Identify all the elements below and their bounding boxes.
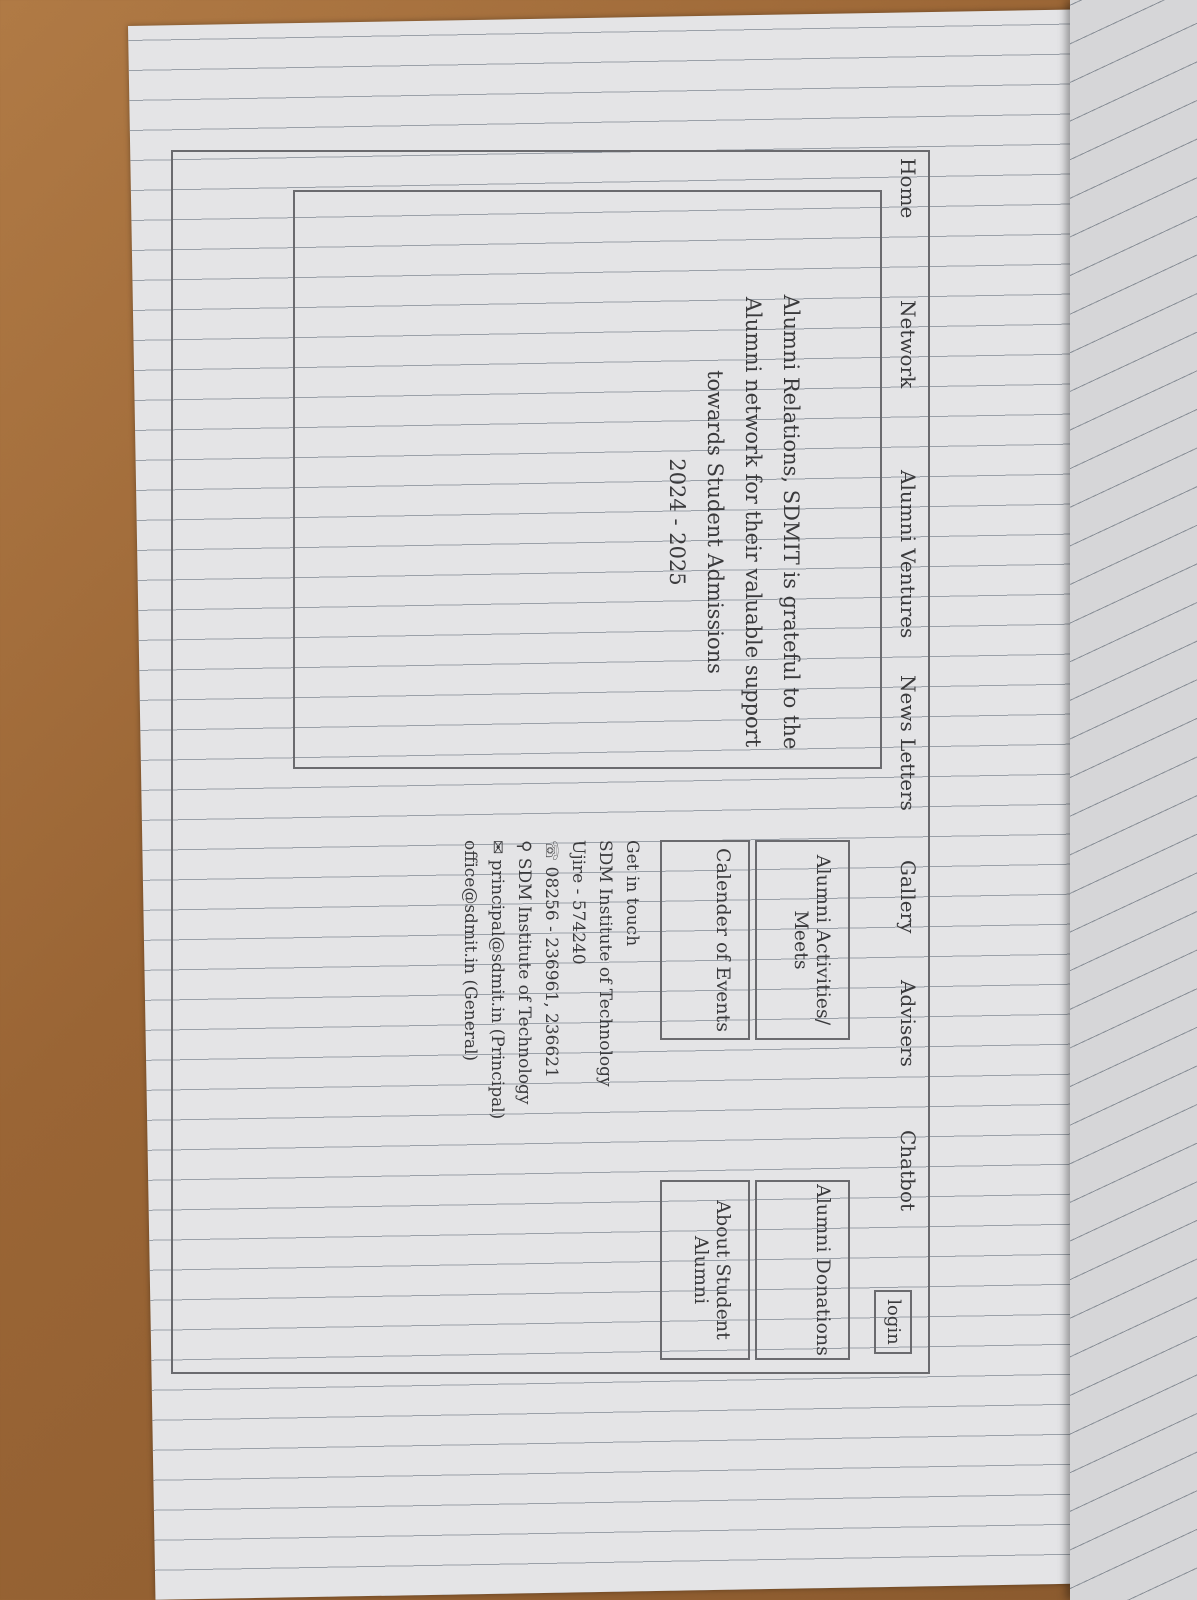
- hero-line-4: 2024 - 2025: [665, 458, 689, 586]
- hero-line-2: Alumni network for their valuable suppor…: [741, 296, 765, 748]
- phone-icon: ☏: [541, 840, 561, 867]
- hero-line-1: Alumni Relations, SDMIT is grateful to t…: [779, 294, 803, 750]
- alumni-activities-card[interactable]: Alumni Activities/ Meets: [755, 840, 850, 1040]
- contact-heading: Get in touch: [622, 840, 642, 947]
- hero-line-3: towards Student Admissions: [703, 370, 727, 674]
- notebook-next-page: [1070, 0, 1197, 1600]
- contact-line-6[interactable]: office@sdmit.in (General): [460, 840, 480, 1062]
- calendar-of-events-card[interactable]: Calender of Events: [660, 840, 750, 1040]
- contact-line-3: ☏ 08256 - 236961, 236621: [541, 840, 561, 1078]
- hero-text: Alumni Relations, SDMIT is grateful to t…: [658, 262, 810, 782]
- contact-section: Get in touch SDM Institute of Technology…: [456, 840, 645, 1320]
- location-icon: ⚲: [514, 840, 534, 858]
- mail-icon: ✉: [487, 840, 507, 860]
- nav-bar: Home Network Alumni Ventures News Letter…: [874, 150, 920, 1370]
- nav-item-newsletters[interactable]: News Letters: [896, 675, 920, 811]
- contact-line-5[interactable]: ✉ principal@sdmit.in (Principal): [487, 840, 507, 1120]
- website-wireframe-sketch: Home Network Alumni Ventures News Letter…: [171, 150, 930, 1374]
- nav-item-home[interactable]: Home: [896, 158, 920, 219]
- contact-line-2: Ujire - 574240: [568, 840, 588, 965]
- contact-line-1: SDM Institute of Technology: [595, 840, 615, 1087]
- alumni-donations-card[interactable]: Alumni Donations: [755, 1180, 850, 1360]
- nav-item-chatbot[interactable]: Chatbot: [896, 1130, 920, 1212]
- hero-banner: Alumni Relations, SDMIT is grateful to t…: [293, 190, 882, 769]
- nav-item-network[interactable]: Network: [896, 300, 920, 389]
- nav-item-alumni-ventures[interactable]: Alumni Ventures: [896, 470, 920, 639]
- about-student-alumni-card[interactable]: About Student Alumni: [660, 1180, 750, 1360]
- nav-item-advisers[interactable]: Advisers: [896, 980, 920, 1067]
- contact-line-4: ⚲ SDM Institute of Technology: [514, 840, 534, 1105]
- login-button[interactable]: login: [874, 1290, 912, 1354]
- nav-item-gallery[interactable]: Gallery: [896, 860, 920, 934]
